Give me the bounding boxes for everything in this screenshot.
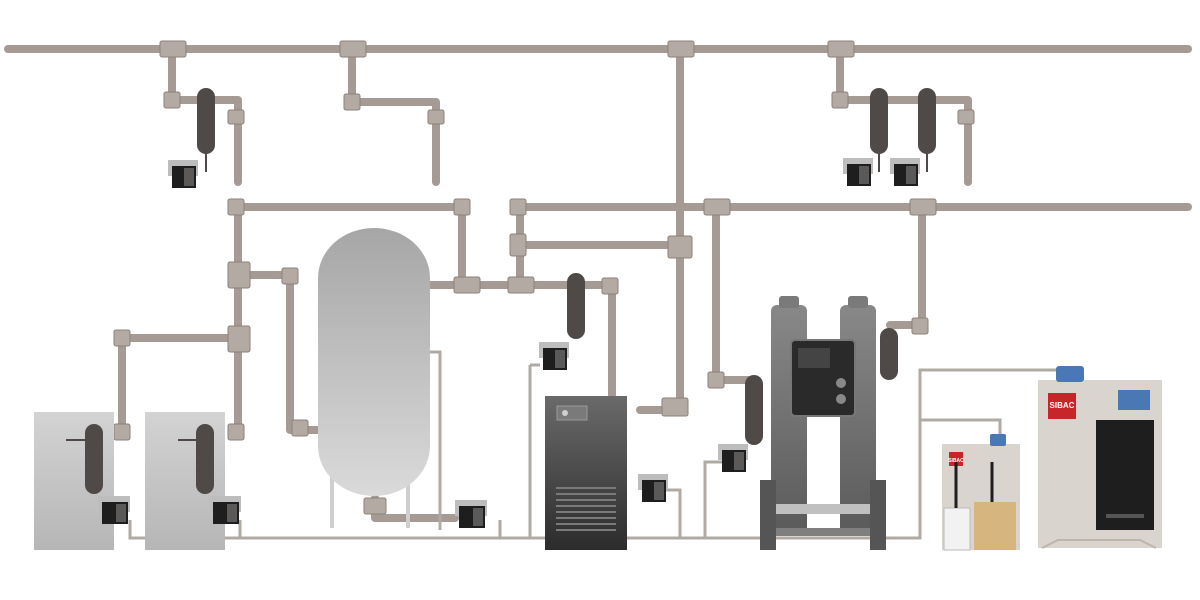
condensate-drain-icon xyxy=(718,444,748,472)
condensate-drain-icon xyxy=(539,342,569,370)
condensate-drain-icon xyxy=(843,158,873,186)
condensate-drain-icon xyxy=(168,160,198,188)
condensate-drain-icon xyxy=(455,500,487,528)
refrigeration-dryer xyxy=(545,396,627,550)
adsorption-controller xyxy=(790,339,856,417)
inline-filter-icon xyxy=(918,88,936,154)
inline-filter-icon xyxy=(745,375,763,445)
condensate-drain-icon xyxy=(209,496,241,524)
inline-filter-icon xyxy=(880,328,898,380)
oil-water-separator-small: SIBAC xyxy=(942,434,1020,551)
adsorption-dryer xyxy=(760,296,886,550)
air-receiver-tank-icon xyxy=(318,228,430,496)
inline-filter-icon xyxy=(85,424,103,494)
inline-filters xyxy=(85,88,936,494)
separator-brand: SIBAC xyxy=(1050,401,1075,410)
inline-filter-icon xyxy=(567,273,585,339)
air-receiver-tank xyxy=(318,228,442,530)
small-separator-brand: SIBAC xyxy=(948,458,964,464)
inline-filter-icon xyxy=(196,424,214,494)
oil-water-separator-large: SIBAC xyxy=(1038,366,1162,549)
condensate-drain-icon xyxy=(98,496,130,524)
condensate-drain-icon xyxy=(638,474,668,502)
inline-filter-icon xyxy=(870,88,888,154)
brand-badge-icon xyxy=(1048,393,1076,419)
inline-filter-icon xyxy=(197,88,215,154)
pipe-fittings xyxy=(113,40,975,515)
filter-links xyxy=(66,154,928,441)
condensate-drain-icon xyxy=(890,158,920,186)
brand-badge-icon xyxy=(949,452,963,466)
condensate-drains xyxy=(98,158,920,528)
